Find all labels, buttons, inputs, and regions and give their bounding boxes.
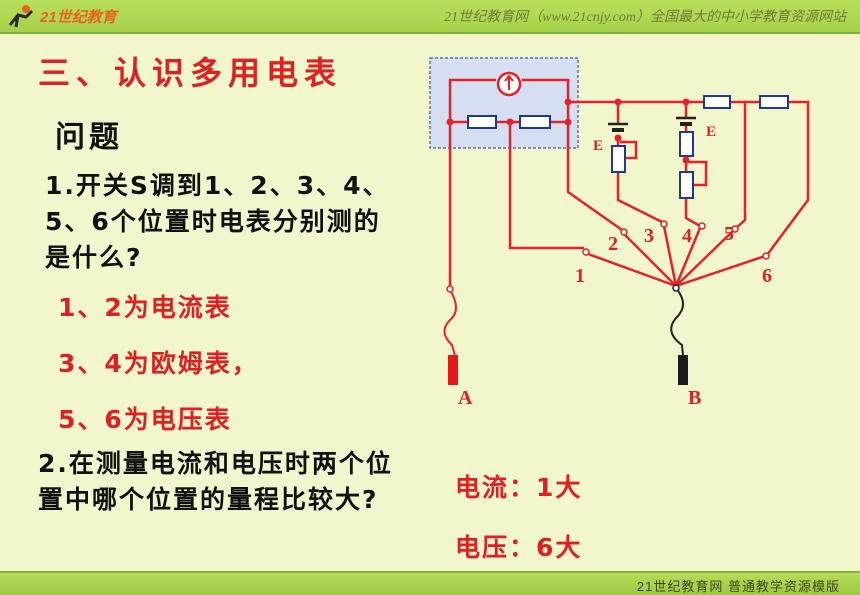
answer-2: 3、4为欧姆表， bbox=[58, 349, 259, 378]
probe-a-label: A bbox=[458, 387, 473, 409]
runner-logo-icon bbox=[8, 5, 34, 28]
footer-text: 21世纪教育网 普通教学资源模版 bbox=[636, 579, 840, 594]
probe-b-label: B bbox=[688, 387, 701, 409]
position-label-4: 4 bbox=[682, 225, 692, 247]
position-label-1: 1 bbox=[575, 265, 585, 287]
position-label-3: 3 bbox=[644, 225, 654, 247]
header-site-text: 21世纪教育网（www.21cnjy.com）全国最大的中小学教育资源网站 bbox=[444, 10, 846, 25]
position-label-5: 5 bbox=[724, 223, 734, 245]
position-label-6: 6 bbox=[762, 265, 772, 287]
question-2: 2.在测量电流和电压时两个位置中哪个位置的量程比较大? bbox=[38, 449, 393, 514]
answer-3: 5、6为电压表 bbox=[58, 405, 232, 434]
battery-1-label: E bbox=[593, 138, 603, 154]
header-bar: 21世纪教育 21世纪教育网（www.21cnjy.com）全国最大的中小学教育… bbox=[0, 0, 860, 34]
note-voltage: 电压：6大 bbox=[455, 533, 583, 562]
footer-bar: 21世纪教育网 普通教学资源模版 bbox=[0, 571, 860, 595]
resistor-icon bbox=[759, 95, 789, 109]
meter-box bbox=[429, 57, 579, 149]
resistor-icon bbox=[703, 95, 731, 109]
probe-b-icon bbox=[678, 355, 688, 385]
slide-title: 三、认识多用电表 bbox=[38, 54, 343, 92]
resistor-icon bbox=[679, 131, 694, 157]
probe-a-icon bbox=[448, 355, 458, 385]
resistor-icon bbox=[611, 145, 626, 173]
resistor-icon bbox=[519, 115, 551, 129]
note-current: 电流：1大 bbox=[455, 473, 583, 502]
question-1: 1.开关S调到1、2、3、4、5、6个位置时电表分别测的是什么? bbox=[45, 171, 390, 272]
resistor-icon bbox=[467, 115, 497, 129]
logo-text: 21世纪教育 bbox=[40, 8, 117, 26]
position-label-2: 2 bbox=[608, 233, 618, 255]
battery-2-label: E bbox=[706, 124, 716, 140]
resistor-icon bbox=[679, 171, 694, 199]
slide-subtitle: 问题 bbox=[55, 120, 123, 155]
logo: 21世纪教育 bbox=[6, 2, 117, 30]
answer-1: 1、2为电流表 bbox=[58, 293, 232, 322]
